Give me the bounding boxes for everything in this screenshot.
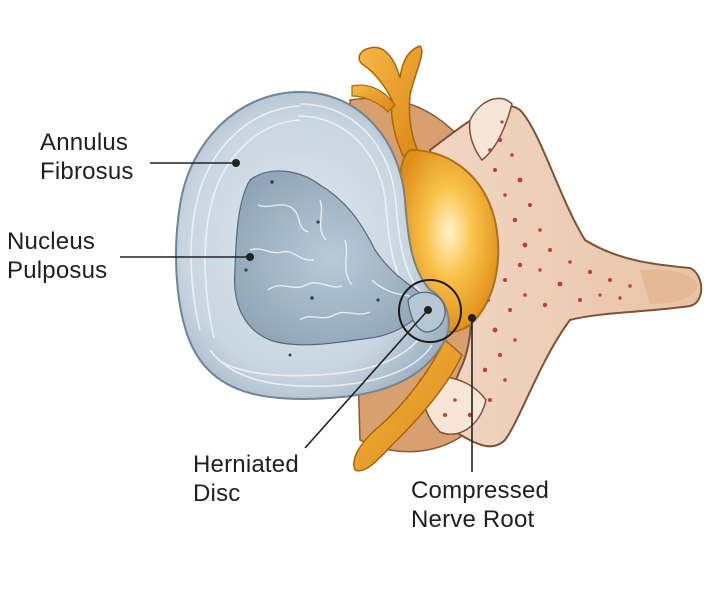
bone-marrow-dots	[443, 120, 632, 418]
leader-line-herniated	[304, 309, 429, 449]
label-annulus-line2: Fibrosus	[40, 158, 134, 185]
label-compressed-line1: Compressed	[411, 477, 550, 504]
leader-lines	[120, 159, 476, 472]
label-herniated-line2: Disc	[193, 480, 241, 507]
label-nucleus-line2: Pulposus	[7, 257, 108, 284]
vertebral-arch	[419, 97, 703, 448]
leader-dot-herniated	[423, 305, 432, 314]
label-nucleus-line1: Nucleus	[7, 228, 96, 255]
leader-dot-compressed	[467, 313, 476, 322]
label-compressed-nerve-root: Compressed Nerve Root	[411, 476, 549, 534]
leader-dot-annulus	[232, 159, 241, 168]
nucleus-pulposus	[233, 170, 431, 346]
label-annulus-line1: Annulus	[40, 129, 129, 156]
label-herniated-line1: Herniated	[193, 451, 299, 478]
intervertebral-disc	[175, 90, 450, 401]
herniation-highlight-circle	[398, 279, 462, 343]
label-compressed-line2: Nerve Root	[411, 506, 535, 533]
label-nucleus-pulposus: Nucleus Pulposus	[7, 227, 107, 285]
nerve-root-branches	[351, 45, 463, 472]
leader-dot-nucleus	[246, 253, 255, 262]
label-annulus-fibrosus: Annulus Fibrosus	[40, 128, 134, 186]
label-herniated-disc: Herniated Disc	[193, 450, 299, 508]
